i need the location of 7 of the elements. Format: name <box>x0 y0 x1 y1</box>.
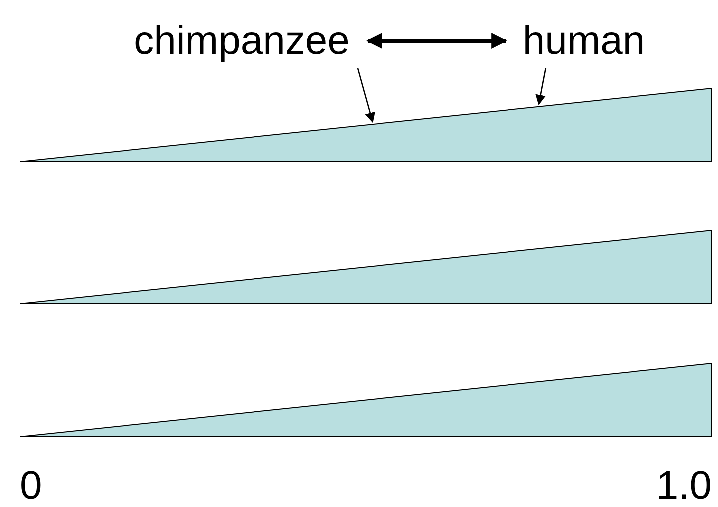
leader-arrow <box>357 68 376 124</box>
double-arrow <box>366 33 508 49</box>
axis-value: 0 <box>20 466 42 506</box>
species-label: chimpanzee <box>134 21 350 61</box>
axis-value: 1.0 <box>656 466 712 506</box>
leader-arrow <box>536 68 547 106</box>
species-label: human <box>522 21 646 61</box>
